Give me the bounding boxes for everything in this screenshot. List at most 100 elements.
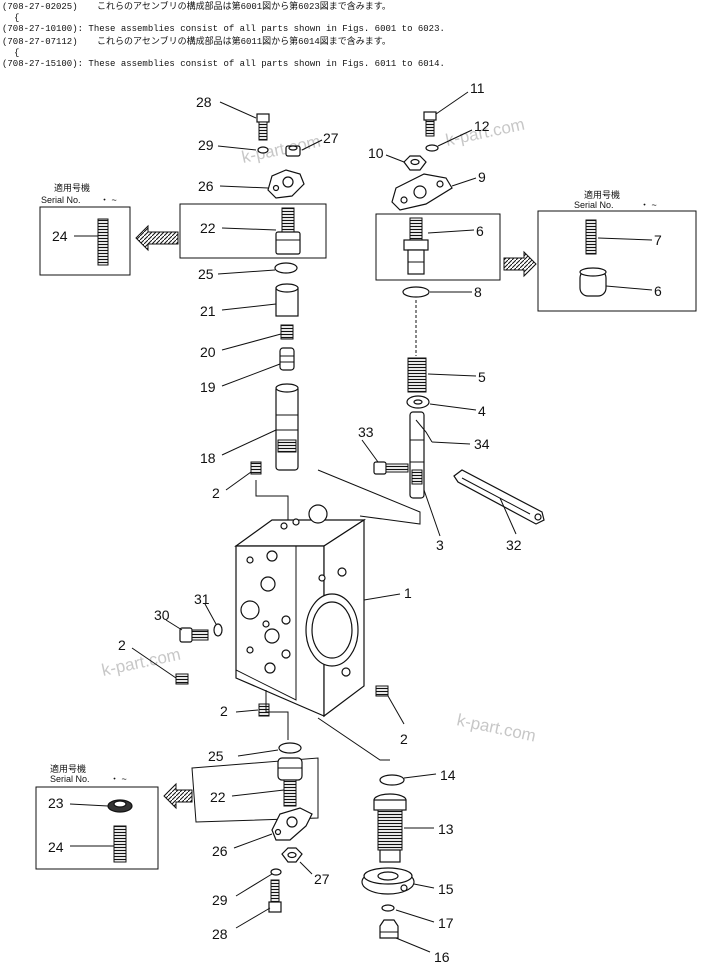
callout-11: 11	[470, 80, 485, 96]
callout-22-top: 22	[200, 220, 216, 236]
washer-29-top	[257, 146, 269, 154]
serial-label-right-top: Serial No.	[574, 200, 614, 210]
serial-range-left-top: ・ ~	[100, 195, 117, 205]
bolt-28-bottom	[268, 879, 282, 913]
callout-17: 17	[438, 915, 454, 931]
callout-33: 33	[358, 424, 374, 440]
serial-label-left-top: Serial No.	[41, 195, 81, 205]
callout-24-top: 24	[52, 228, 68, 244]
callout-2-a: 2	[212, 485, 220, 501]
assembly-code-1: (708-27-02025)	[2, 2, 78, 12]
spool-3	[409, 411, 425, 499]
nut-15	[361, 867, 415, 895]
callout-31: 31	[194, 591, 210, 607]
callout-29-top: 29	[198, 137, 214, 153]
callout-7: 7	[654, 232, 662, 248]
note-en-1: These assemblies consist of all parts sh…	[88, 24, 445, 34]
bolt-28-top	[256, 113, 270, 141]
plug-2-a	[250, 461, 262, 475]
callout-2-b: 2	[118, 637, 126, 653]
spring-5	[407, 357, 427, 393]
assembly-code-3: (708-27-07112)	[2, 37, 78, 47]
callout-26-bottom: 26	[212, 843, 228, 859]
bolt-11	[423, 111, 437, 137]
oring-25-top	[274, 262, 298, 274]
callout-32: 32	[506, 537, 522, 553]
serial-jp-left-bottom: 適用号機	[50, 763, 86, 774]
callout-18: 18	[200, 450, 216, 466]
nut-27-top	[285, 145, 301, 157]
callout-6-top: 6	[476, 223, 484, 239]
serial-label-left-bottom: Serial No.	[50, 774, 90, 784]
callout-2-d: 2	[400, 731, 408, 747]
callout-23: 23	[48, 795, 64, 811]
arrow-right-top	[503, 250, 537, 278]
lever-32	[453, 469, 545, 525]
plug-22-top	[275, 207, 301, 255]
sleeve-21	[275, 283, 299, 317]
serial-jp-right-top: 適用号機	[584, 189, 620, 200]
callout-34: 34	[474, 436, 490, 452]
valve-6-top	[403, 217, 429, 275]
oring-14	[379, 774, 405, 786]
spring-20	[280, 324, 294, 340]
plug-2-d	[375, 685, 389, 697]
assembly-code-4: (708-27-15100):	[2, 59, 84, 69]
brace-2: {	[14, 48, 20, 58]
callout-28-bottom: 28	[212, 926, 228, 942]
callout-25-top: 25	[198, 266, 214, 282]
header-line-4: (708-27-15100): These assemblies consist…	[2, 59, 445, 70]
callout-20: 20	[200, 344, 216, 360]
header-line-3: (708-27-07112) これらのアセンブリの構成部品は第6011図から第6…	[2, 37, 391, 48]
serial-jp-left-top: 適用号機	[54, 182, 90, 193]
callout-27-top: 27	[323, 130, 339, 146]
valve-13	[373, 793, 407, 863]
callout-10: 10	[368, 145, 384, 161]
box-6-top	[375, 213, 501, 281]
callout-4: 4	[478, 403, 486, 419]
spool-18	[275, 383, 299, 471]
callout-21: 21	[200, 303, 216, 319]
callout-8: 8	[474, 284, 482, 300]
nut-10	[403, 155, 427, 171]
callout-1: 1	[404, 585, 412, 601]
callout-12: 12	[474, 118, 490, 134]
spring-7	[585, 219, 597, 255]
serial-box-left-bottom	[35, 786, 159, 870]
serial-box-left-top	[39, 206, 131, 276]
pin-34	[415, 419, 433, 443]
callout-28-top: 28	[196, 94, 212, 110]
watermark-4: k-part.com	[455, 710, 537, 745]
serial-range-left-bottom: ・ ~	[110, 774, 127, 784]
seal-31	[213, 623, 223, 637]
washer-12	[425, 144, 439, 152]
flange-26-bottom	[271, 807, 313, 841]
callout-26-top: 26	[198, 178, 214, 194]
callout-5: 5	[478, 369, 486, 385]
plug-30	[179, 627, 209, 643]
cap-23	[107, 799, 133, 813]
callout-14: 14	[440, 767, 456, 783]
callout-30: 30	[154, 607, 170, 623]
callout-6-serial: 6	[654, 283, 662, 299]
header-line-2: (708-27-10100): These assemblies consist…	[2, 24, 445, 35]
callout-27-bottom: 27	[314, 871, 330, 887]
oring-8	[402, 286, 430, 298]
callout-24-bottom: 24	[48, 839, 64, 855]
plug-16	[379, 919, 399, 939]
watermark-3: k-part.com	[100, 645, 182, 680]
valve-body-1	[234, 504, 367, 718]
cap-6-serial	[579, 267, 607, 297]
callout-3: 3	[436, 537, 444, 553]
box-22-bottom	[191, 757, 319, 823]
callout-13: 13	[438, 821, 454, 837]
callout-2-c: 2	[220, 703, 228, 719]
box-22-top	[179, 203, 327, 259]
seat-4	[406, 395, 430, 409]
note-en-2: These assemblies consist of all parts sh…	[88, 59, 445, 69]
oring-17	[381, 904, 395, 912]
callout-9: 9	[478, 169, 486, 185]
oring-25-bottom	[278, 742, 302, 754]
